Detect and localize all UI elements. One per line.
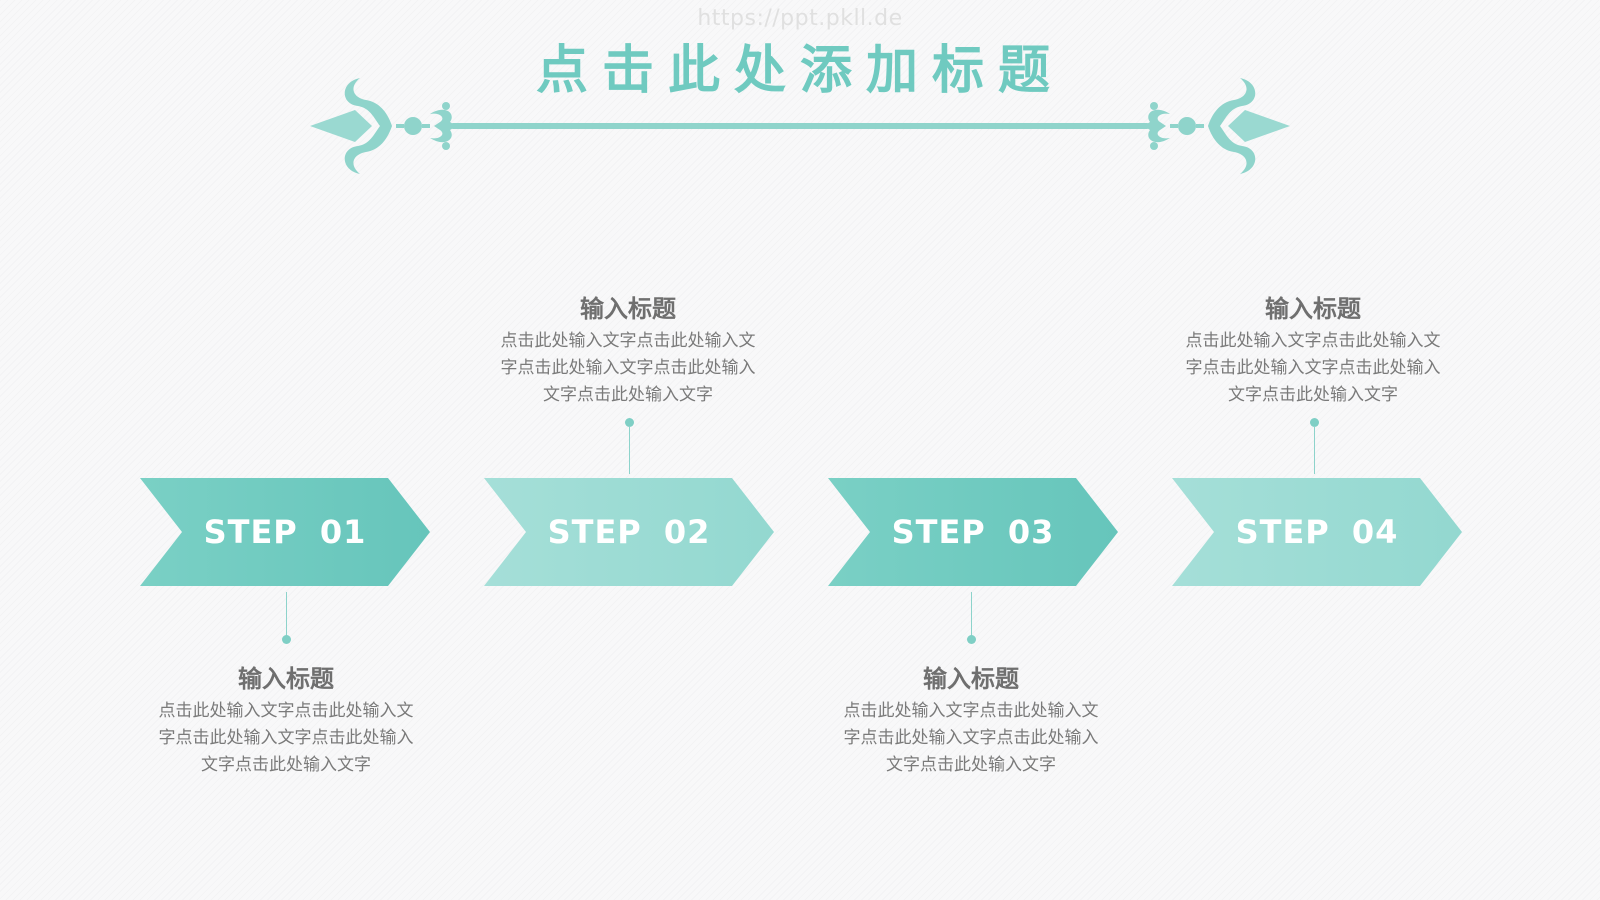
step-01-chevron[interactable]: STEP 01 [140, 478, 430, 586]
chevron-shape [484, 478, 774, 586]
step-02-label: STEP 02 [547, 513, 711, 551]
chevron-shape [1172, 478, 1462, 586]
step-04-connector [1310, 418, 1320, 474]
step-02-heading: 输入标题 [580, 295, 676, 323]
step-02-chevron[interactable]: STEP 02 [484, 478, 774, 586]
chevron-shape [828, 478, 1118, 586]
connector-dot [1310, 418, 1319, 427]
step-02-description: 输入标题 点击此处输入文字点击此处输入文字点击此处输入文字点击此处输入文字点击此… [478, 292, 778, 409]
connector-dot [282, 635, 291, 644]
step-02-connector [625, 418, 635, 474]
step-04-text: 点击此处输入文字点击此处输入文字点击此处输入文字点击此处输入文字点击此处输入文字 [1185, 331, 1441, 405]
step-01-description: 输入标题 点击此处输入文字点击此处输入文字点击此处输入文字点击此处输入文字点击此… [136, 662, 436, 779]
ornamental-divider [308, 76, 1292, 176]
connector-dot [625, 418, 634, 427]
step-03-connector [967, 592, 977, 648]
step-04-heading: 输入标题 [1265, 295, 1361, 323]
watermark-url: https://ppt.pkll.de [697, 6, 903, 31]
step-02-text: 点击此处输入文字点击此处输入文字点击此处输入文字点击此处输入文字点击此处输入文字 [500, 331, 756, 405]
page-title: 点击此处添加标题 [535, 41, 1064, 101]
step-03-text: 点击此处输入文字点击此处输入文字点击此处输入文字点击此处输入文字点击此处输入文字 [843, 701, 1099, 775]
chevron-shape [140, 478, 430, 586]
step-04-description: 输入标题 点击此处输入文字点击此处输入文字点击此处输入文字点击此处输入文字点击此… [1163, 292, 1463, 409]
step-04-label: STEP 04 [1235, 513, 1399, 551]
step-01-connector [282, 592, 292, 648]
step-03-heading: 输入标题 [923, 665, 1019, 693]
step-03-label: STEP 03 [891, 513, 1055, 551]
step-01-label: STEP 01 [203, 513, 367, 551]
step-04-chevron[interactable]: STEP 04 [1172, 478, 1462, 586]
step-03-description: 输入标题 点击此处输入文字点击此处输入文字点击此处输入文字点击此处输入文字点击此… [821, 662, 1121, 779]
step-03-chevron[interactable]: STEP 03 [828, 478, 1118, 586]
step-01-heading: 输入标题 [238, 665, 334, 693]
connector-dot [967, 635, 976, 644]
step-01-text: 点击此处输入文字点击此处输入文字点击此处输入文字点击此处输入文字点击此处输入文字 [158, 701, 414, 775]
